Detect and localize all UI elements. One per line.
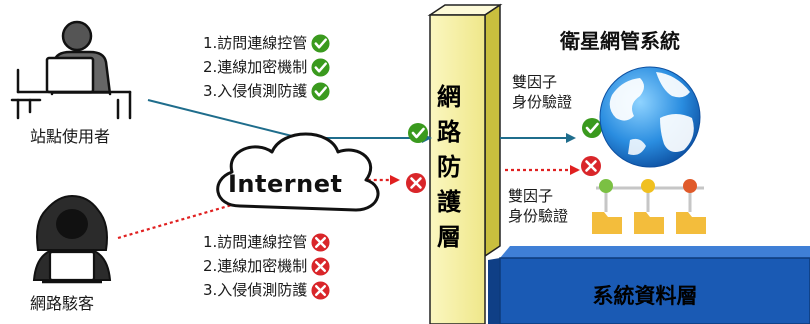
globe-icon <box>599 66 701 168</box>
mfa-label-line: 身份驗證 <box>512 93 573 111</box>
internet-cloud <box>216 132 380 212</box>
mfa-label-line: 雙因子 <box>512 73 558 91</box>
mfa-label-top: 雙因子 身份驗證 <box>512 72 572 112</box>
x-circle-icon <box>311 280 330 300</box>
mfa-label-line: 身份驗證 <box>508 207 569 225</box>
user-at-laptop-icon <box>10 20 132 120</box>
user-label: 站點使用者 <box>30 127 111 146</box>
protection-label: 3.入侵偵測防護 <box>203 281 308 299</box>
protection-label: 2.連線加密機制 <box>203 257 308 275</box>
protection-label: 2.連線加密機制 <box>203 58 308 76</box>
list-item: 3.入侵偵測防護 <box>203 278 330 302</box>
firewall-label-char: 防 <box>437 153 461 181</box>
firewall-label-char: 護 <box>437 188 461 216</box>
hacker-label: 網路駭客 <box>30 294 95 313</box>
x-circle-icon <box>311 232 330 252</box>
firewall-label-char: 層 <box>437 223 461 251</box>
protection-label: 3.入侵偵測防護 <box>203 82 308 100</box>
check-circle-icon <box>582 118 602 138</box>
check-circle-icon <box>408 123 428 143</box>
x-circle-icon <box>406 173 426 193</box>
list-item: 2.連線加密機制 <box>203 55 330 79</box>
list-item: 1.訪問連線控管 <box>203 31 330 55</box>
mfa-label-bottom: 雙因子 身份驗證 <box>508 186 568 226</box>
list-item: 3.入侵偵測防護 <box>203 79 330 103</box>
satellite-system-title: 衛星網管系統 <box>560 29 680 53</box>
list-item: 1.訪問連線控管 <box>203 230 330 254</box>
protections-allowed-list: 1.訪問連線控管 2.連線加密機制 3.入侵偵測防護 <box>203 31 330 103</box>
legit-access-arrow <box>147 99 432 143</box>
firewall-label-char: 網 <box>437 83 461 111</box>
x-circle-icon <box>311 256 330 276</box>
mfa-label-line: 雙因子 <box>508 187 554 205</box>
firewall-label: 網 路 防 護 層 <box>429 80 469 255</box>
protection-label: 1.訪問連線控管 <box>203 34 308 52</box>
list-item: 2.連線加密機制 <box>203 254 330 278</box>
cloud-label: Internet <box>228 170 343 198</box>
check-circle-icon <box>311 57 330 77</box>
protection-label: 1.訪問連線控管 <box>203 233 308 251</box>
folder-tree-icon <box>592 179 706 234</box>
protections-blocked-list: 1.訪問連線控管 2.連線加密機制 3.入侵偵測防護 <box>203 230 330 302</box>
firewall-wall <box>427 3 503 324</box>
firewall-label-char: 路 <box>437 118 461 146</box>
hooded-hacker-icon <box>32 194 112 284</box>
x-circle-icon <box>581 156 601 176</box>
database-layer-block <box>488 246 810 324</box>
check-circle-icon <box>311 81 330 101</box>
check-circle-icon <box>311 33 330 53</box>
database-layer-label: 系統資料層 <box>592 284 698 308</box>
